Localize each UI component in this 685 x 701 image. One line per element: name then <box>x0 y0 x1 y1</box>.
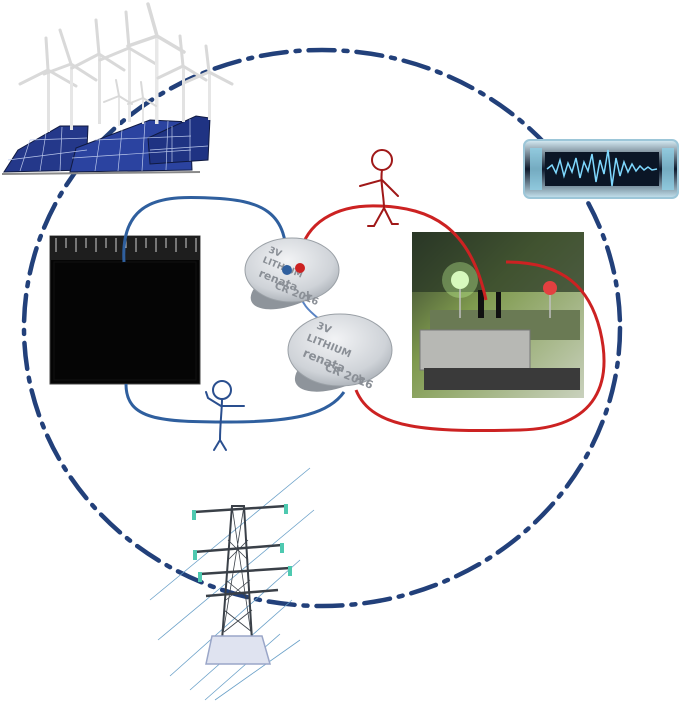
wind-turbine-icon <box>20 4 232 132</box>
stick-person-blue-icon <box>206 381 244 450</box>
coin-cell-top: 3V LITHIUM renata CR 2016 + <box>244 238 344 320</box>
power-tower-icon <box>150 468 314 700</box>
stick-person-red-icon <box>360 150 398 226</box>
solar-panel-icon <box>2 116 210 174</box>
led-circuit-photo <box>412 232 584 398</box>
coin-bottom-sign: + <box>354 370 367 388</box>
coin-top-sign: + <box>302 288 314 304</box>
battery-icon <box>524 140 678 198</box>
coin-cell-bottom: 3V LITHIUM renata CR 2016 + <box>287 314 396 403</box>
